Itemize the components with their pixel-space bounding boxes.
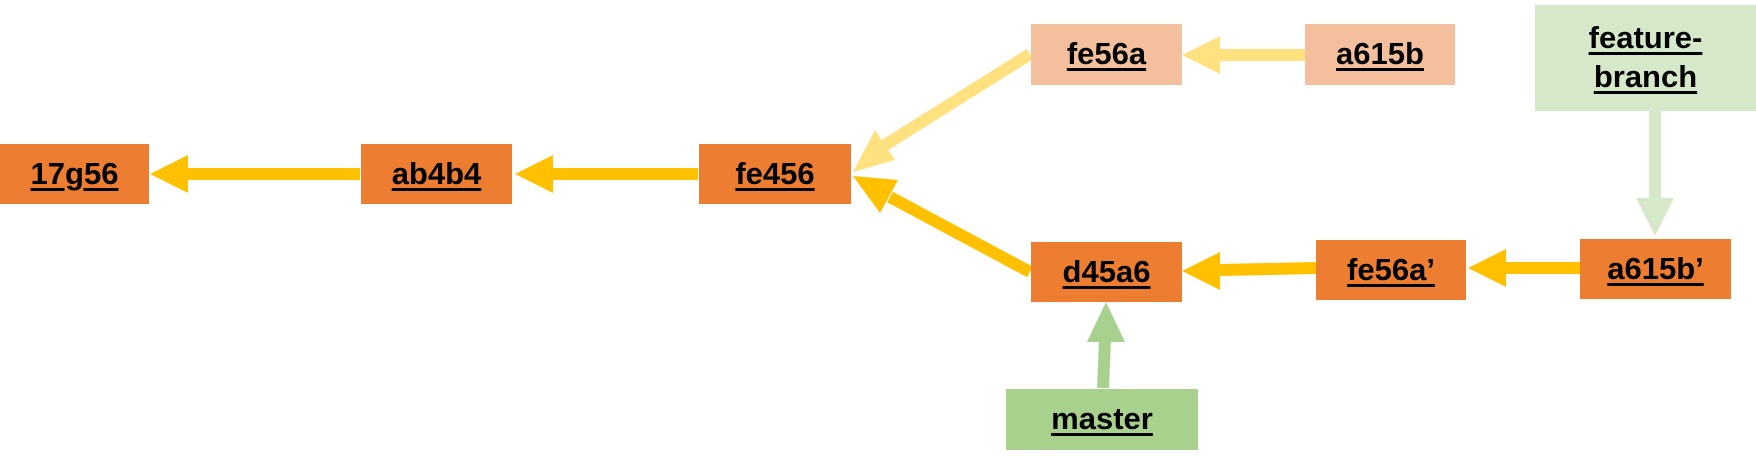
branch-label-feature-branch: feature-branch <box>1535 5 1756 111</box>
commit-17g56: 17g56 <box>0 144 149 204</box>
arrow-fe56a-to-fe456 <box>853 48 1034 172</box>
arrow-a615b-to-fe56a <box>1182 36 1305 74</box>
commit-a615b: a615b <box>1305 24 1455 85</box>
branch-label-master: master <box>1006 389 1198 450</box>
commit-a615b-prime: a615b’ <box>1580 239 1731 299</box>
arrow-master-to-d45a6 <box>1087 302 1125 389</box>
commit-ab4b4: ab4b4 <box>361 144 512 204</box>
arrow-fe456-to-ab4b4 <box>515 155 698 193</box>
arrow-ab4b4-to-17g56 <box>150 155 360 193</box>
arrow-d45a6-to-fe456 <box>853 176 1033 278</box>
arrow-feature-branch-to-a615b-prime <box>1636 111 1674 236</box>
arrow-a615b-prime-to-fe56a-prime <box>1468 249 1580 287</box>
commit-fe56a: fe56a <box>1031 24 1182 85</box>
commit-fe56a-prime: fe56a’ <box>1316 240 1466 300</box>
arrow-fe56a-prime-to-d45a6 <box>1182 252 1317 290</box>
commit-d45a6: d45a6 <box>1031 242 1182 302</box>
commit-fe456: fe456 <box>699 144 851 204</box>
